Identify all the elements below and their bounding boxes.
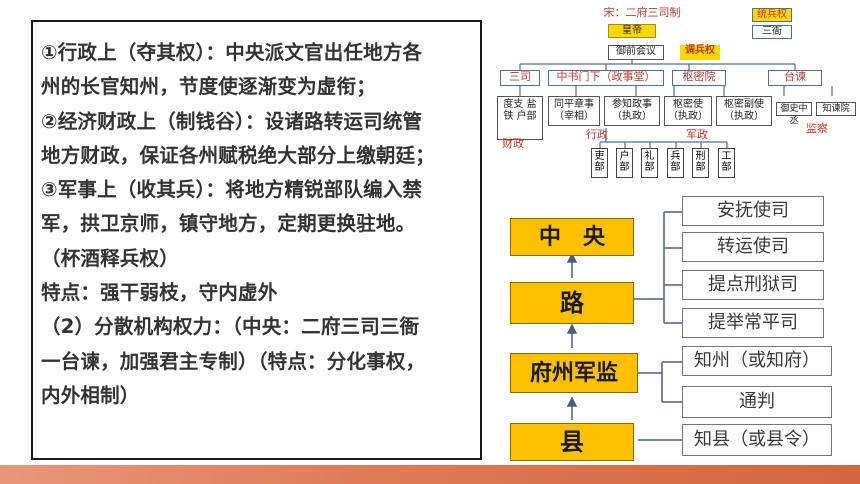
emperor-box: 皇帝 xyxy=(608,24,656,38)
text-line-8: 特点：强干弱枝，守内虚外 xyxy=(41,281,278,305)
text-line-2: 州的长官知州，节度使逐渐变为虚衔； xyxy=(41,75,376,99)
finance-label: 财政 xyxy=(502,137,524,150)
central-box: 中 央 xyxy=(510,218,634,256)
shumi-box: 枢密院 xyxy=(672,70,726,86)
zhijian-box: 知谏院 xyxy=(816,102,856,116)
text-line-10: 一台谏，加强君主专制）（特点：分化事权， xyxy=(41,349,426,373)
troop-mobilization-label: 调兵权 xyxy=(680,45,720,60)
tongpan-box: 通判 xyxy=(682,386,832,418)
anfu-office-box: 安抚使司 xyxy=(682,196,824,226)
county-box: 县 xyxy=(510,423,634,461)
ministry-personnel: 吏部 xyxy=(591,148,608,178)
supervision-label: 监察 xyxy=(806,122,828,135)
text-line-11: 内外相制） xyxy=(41,383,140,407)
circuit-box: 路 xyxy=(510,282,634,324)
text-line-3: ②经济财政上（制钱谷）：设诸路转运司统管 xyxy=(41,109,423,133)
shumifushi-box: 枢密副使（执政） xyxy=(716,96,772,126)
text-panel: ①行政上（夺其权）：中央派文官出任地方各 州的长官知州，节度使逐渐变为虚衔； ②… xyxy=(31,20,482,460)
admin-label: 行政 xyxy=(586,128,608,141)
text-line-5: ③军事上（收其兵）：将地方精锐部队编入禁 xyxy=(41,178,423,202)
text-line-7: （杯酒释兵权） xyxy=(41,246,179,270)
text-line-9: （2）分散机构权力：（中央：二府三司三衙 xyxy=(41,315,420,339)
text-line-6: 军，拱卫京师，镇守地方，定期更换驻地。 xyxy=(41,212,416,236)
tidian-office-box: 提点刑狱司 xyxy=(682,270,824,300)
text-line-1: ①行政上（夺其权）：中央派文官出任地方各 xyxy=(41,41,423,64)
canzhi-box: 参知政事（执政） xyxy=(604,96,660,126)
council-box: 御前会议 xyxy=(608,45,664,60)
military-label: 军政 xyxy=(686,128,708,141)
zhizhou-box: 知州（或知府） xyxy=(682,346,832,376)
ministry-war: 兵部 xyxy=(667,148,684,178)
zhongshu-box: 中书门下（政事堂） xyxy=(548,70,664,86)
zaixiang-box: 同平章事（宰相） xyxy=(548,96,600,126)
three-guards-box: 三衙 xyxy=(752,25,792,39)
tiju-office-box: 提举常平司 xyxy=(682,308,824,338)
ministry-justice: 刑部 xyxy=(692,148,709,178)
shumishi-box: 枢密使（执政） xyxy=(664,96,712,126)
erfu-sansi-diagram: 宋：二府三司制 皇帝 统兵权 三衙 御前会议 调兵权 三司 中书门下（政事堂） … xyxy=(490,0,860,185)
prefecture-box: 府州军监 xyxy=(510,353,638,393)
ministry-works: 工部 xyxy=(718,148,735,178)
diagram-title: 宋：二府三司制 xyxy=(598,7,686,22)
zhixian-box: 知县（或县令） xyxy=(682,424,832,456)
bottom-decorative-bar xyxy=(0,465,860,484)
sansi-box: 三司 xyxy=(500,70,540,86)
ministry-revenue: 户部 xyxy=(616,148,633,178)
ministry-rites: 礼部 xyxy=(641,148,658,178)
zhuanyun-office-box: 转运使司 xyxy=(682,232,824,262)
sansi-sub-box: 度支 盐铁 户部 xyxy=(497,96,543,140)
text-line-4: 地方财政，保证各州赋税绝大部分上缴朝廷； xyxy=(41,143,436,167)
troop-command-label: 统兵权 xyxy=(752,8,792,22)
diagram-connectors xyxy=(519,25,833,148)
taijian-box: 台谏 xyxy=(768,70,822,86)
yushi-box: 御史中丞 xyxy=(776,102,812,126)
